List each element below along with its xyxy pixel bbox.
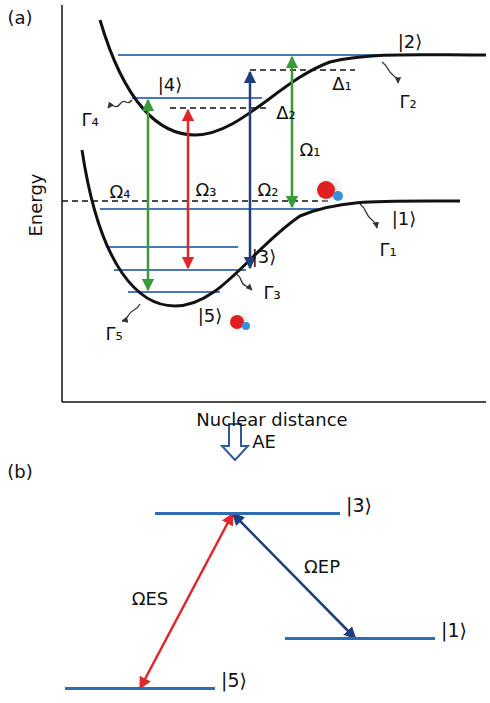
energy-level: |3⟩ [155,495,340,515]
diagram-label: |2⟩ [398,32,423,52]
diagram-label: |3⟩ [252,247,277,267]
diagram-label: |1⟩ [392,209,417,229]
diagram-label: Δ₁ [332,74,352,94]
decay-squiggles [108,62,398,321]
state-label: |5⟩ [221,669,247,691]
diagram-label: Ω₄ [110,182,131,202]
diagram-label: |4⟩ [158,75,183,95]
state-label: |3⟩ [346,494,372,516]
energy-level: |1⟩ [285,620,435,640]
diagram-label: Ω₃ [196,180,217,200]
state-label: |1⟩ [441,619,467,641]
axes [62,5,486,402]
diagram-label: Γ₅ [105,324,122,344]
diagram-label: (b) [7,462,32,482]
diagram-label: Γ₁ [379,240,396,260]
diagram-label: Ω₁ [300,140,321,160]
diagram-label: Γ₂ [399,92,416,112]
diagram-label: (a) [7,8,32,28]
diagram-label: |5⟩ [198,306,223,326]
rabi-label: ΩEP [302,556,342,577]
diagram-label: AE [252,432,276,452]
diagram-label: Δ₂ [276,103,296,123]
rabi-label: ΩES [130,588,171,609]
diagram-label: Ω₂ [258,180,279,200]
energy-levels [100,55,385,292]
detuning-lines [62,70,355,201]
laser-couplings [148,57,292,290]
potential-curves [82,20,486,306]
diagram-label: Nuclear distance [196,410,347,430]
diagram-label: Γ₄ [81,110,98,130]
energy-level: |5⟩ [65,670,215,690]
diagram-label: Energy [26,173,46,236]
molecule-icons [226,173,347,336]
diagram-label: Γ₃ [263,283,280,303]
